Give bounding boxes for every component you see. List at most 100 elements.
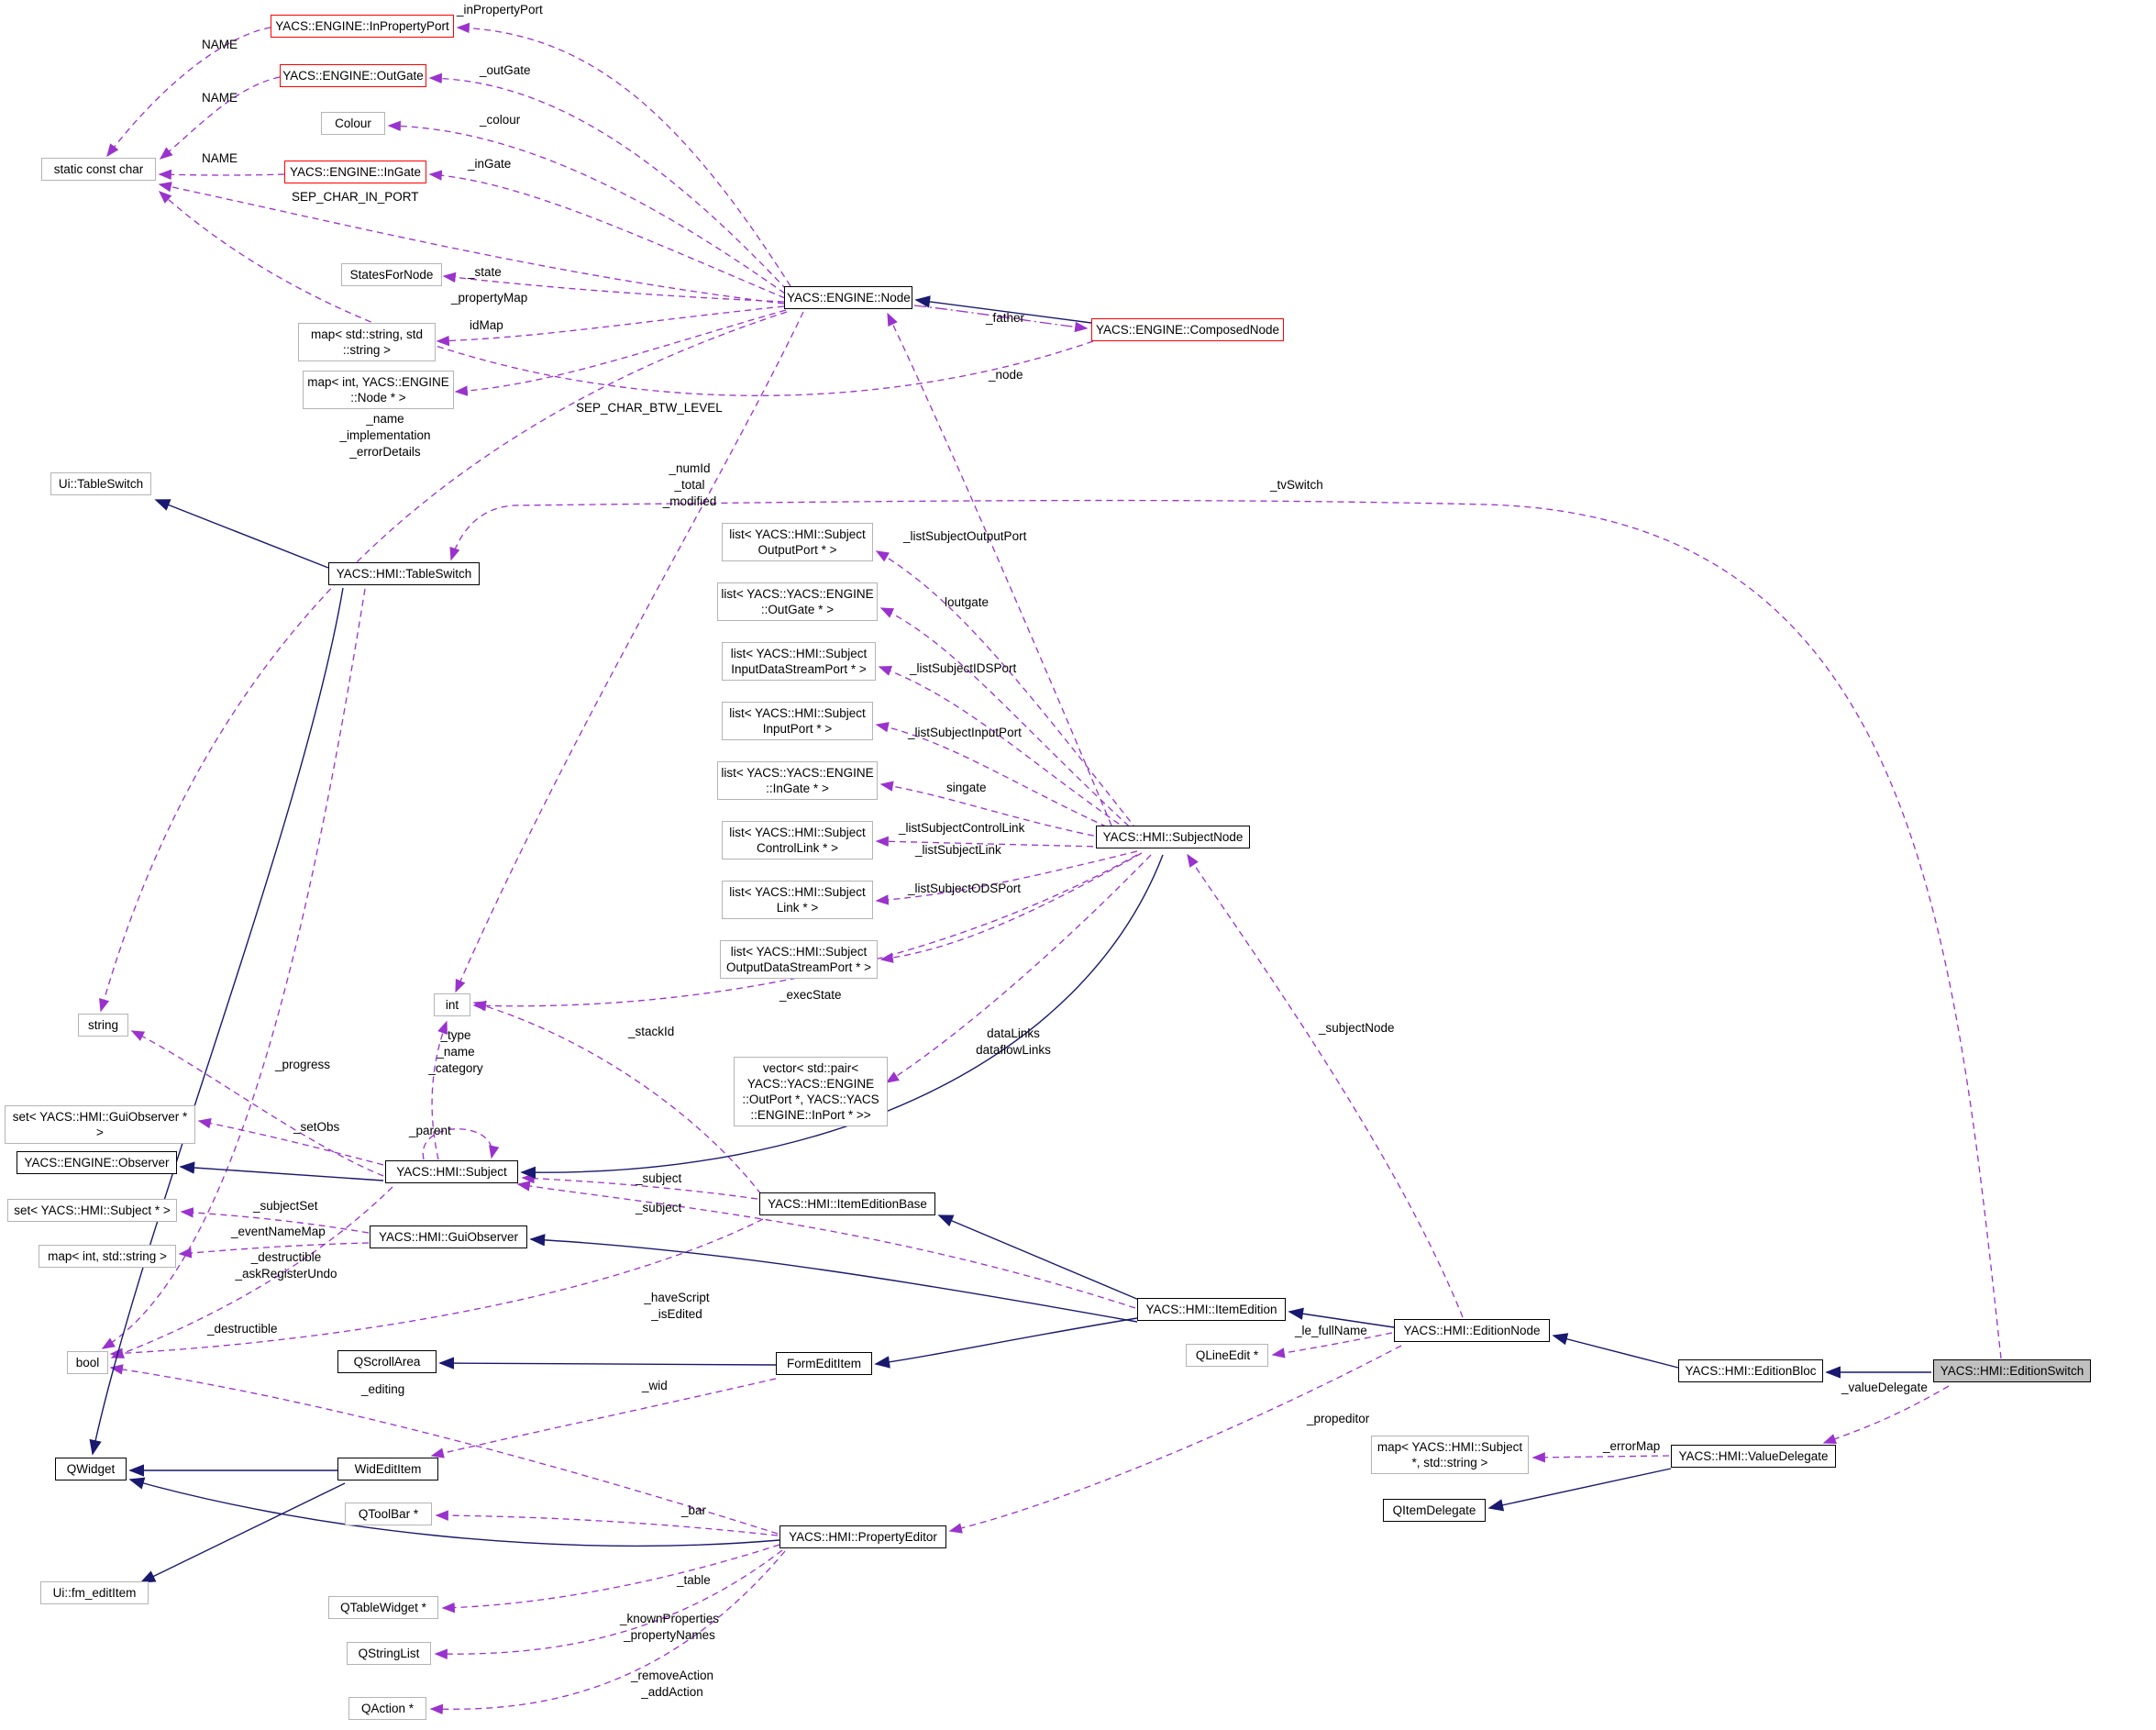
class-box-editionbloc[interactable]: YACS::HMI::EditionBloc [1678, 1359, 1823, 1382]
edge-subject-parent-selfloop [422, 1128, 500, 1160]
edge-label-l-subject1: _subject [636, 1171, 682, 1185]
edge-inherit-propertyeditor-qwidget [128, 1477, 780, 1547]
edge-subjectnode-node [887, 312, 1112, 826]
edge-editionswitch-valuedelegate [1822, 1385, 1950, 1445]
edge-label-l-bar: _bar [681, 1503, 707, 1517]
class-box-uifmedititem: Ui::fm_editItem [40, 1581, 149, 1604]
edge-label-l-propertymap: _propertyMap [451, 291, 528, 305]
class-box-outgate[interactable]: YACS::ENGINE::OutGate [280, 64, 426, 87]
edge-label-l-llink: _listSubjectLink [915, 843, 1001, 857]
class-box-qaction: QAction * [348, 1697, 426, 1720]
edge-label-l-namestr: _name _implementation _errorDetails [339, 412, 431, 459]
class-box-setguiobserver: set< YACS::HMI::GuiObserver * > [5, 1105, 195, 1144]
class-box-statesfornode: StatesForNode [341, 263, 442, 286]
edge-node-father [913, 305, 1089, 333]
class-box-observer[interactable]: YACS::ENGINE::Observer [17, 1151, 177, 1174]
edge-inpropertyport-name [106, 27, 271, 158]
edge-label-l-lefullname: _le_fullName [1295, 1324, 1367, 1337]
class-box-int: int [434, 993, 470, 1016]
edge-label-l-removeaction: _removeAction _addAction [630, 1669, 714, 1699]
edge-label-l-loutgate: loutgate [945, 595, 990, 609]
class-box-formedititem[interactable]: FormEditItem [776, 1352, 872, 1375]
edge-inherit-valuedelegate-qitemdelegate [1487, 1468, 1672, 1512]
edge-subjectnode-listingate [879, 781, 1138, 845]
edge-label-l-table: _table [677, 1573, 711, 1587]
edge-label-l-lidsp: _listSubjectIDSPort [910, 661, 1017, 675]
edge-node-outgate [428, 72, 788, 291]
class-box-composednode[interactable]: YACS::ENGINE::ComposedNode [1091, 318, 1284, 341]
class-box-staticconstchar: static const char [41, 158, 156, 181]
edge-editionnode-propertyeditor [948, 1345, 1402, 1534]
edge-propertyeditor-bar [435, 1510, 779, 1536]
edge-label-l-valuedelegate: _valueDelegate [1841, 1381, 1928, 1394]
class-box-listidsport: list< YACS::HMI::Subject InputDataStream… [722, 642, 876, 681]
edge-label-l-stackid: _stackId [628, 1025, 675, 1038]
edge-subject-setobs [197, 1117, 384, 1166]
edge-label-l-singate: singate [946, 781, 987, 794]
class-box-node[interactable]: YACS::ENGINE::Node [784, 286, 912, 309]
edge-label-l-subjectset: _subjectSet [253, 1199, 318, 1213]
edge-editionnode-qlineedit [1271, 1332, 1393, 1358]
class-box-listinputport: list< YACS::HMI::Subject InputPort * > [722, 702, 873, 740]
edge-node-int [455, 311, 804, 993]
edge-subject-string [130, 1030, 384, 1177]
class-box-subject[interactable]: YACS::HMI::Subject [385, 1160, 518, 1183]
edge-label-l-father: _father [986, 311, 1025, 325]
class-box-tableswitch[interactable]: YACS::HMI::TableSwitch [328, 562, 480, 585]
class-box-mapstringstring: map< std::string, std ::string > [298, 323, 436, 361]
edge-label-l-editing: _editing [361, 1382, 405, 1396]
edge-label-l-parent: _parent [409, 1124, 451, 1137]
edge-inherit-itemedition-formedititem [874, 1317, 1138, 1369]
class-box-listoutgate: list< YACS::YACS::ENGINE ::OutGate * > [717, 582, 878, 621]
edge-propertyeditor-qaction [429, 1550, 786, 1715]
class-box-qscrollarea[interactable]: QScrollArea [337, 1350, 437, 1373]
edge-inherit-itemedition-itemeditionbase [937, 1214, 1140, 1301]
edge-label-l-outgate: _outGate [480, 63, 531, 77]
edge-editionnode-subjectnode [1187, 853, 1464, 1318]
edge-label-l-name1: NAME [202, 38, 238, 51]
class-box-ingate[interactable]: YACS::ENGINE::InGate [284, 161, 426, 183]
edge-label-l-subjectnode: _subjectNode [1319, 1021, 1395, 1035]
edge-label-l-progress: _progress [275, 1058, 331, 1071]
edge-subjectnode-listoutgate [879, 607, 1138, 835]
edge-subject-int [431, 1020, 448, 1160]
class-box-listcontrollink: list< YACS::HMI::Subject ControlLink * > [722, 821, 873, 859]
edge-inherit-composednode-node [914, 295, 1092, 324]
edge-label-l-sepcharinport: SEP_CHAR_IN_PORT [292, 190, 419, 204]
edge-inherit-itemedition-guiobserver [529, 1234, 1138, 1323]
class-box-valuedelegate[interactable]: YACS::HMI::ValueDelegate [1671, 1445, 1836, 1468]
class-box-itemeditionbase[interactable]: YACS::HMI::ItemEditionBase [759, 1192, 935, 1215]
edge-inherit-tableswitch-qwidget [89, 587, 344, 1456]
edge-subjectnode-listoutputport [875, 550, 1138, 831]
class-box-editionnode[interactable]: YACS::HMI::EditionNode [1394, 1319, 1550, 1342]
class-box-propertyeditor[interactable]: YACS::HMI::PropertyEditor [779, 1525, 946, 1548]
edge-valuedelegate-errormap [1531, 1452, 1670, 1463]
edge-subject-bool [110, 1186, 393, 1358]
edge-label-l-knownprops: _knownProperties _propertyNames [619, 1612, 720, 1642]
edge-label-l-havescript: _haveScript _isEdited [644, 1291, 710, 1321]
edge-label-l-wid: _wid [642, 1379, 668, 1392]
class-box-guiobserver[interactable]: YACS::HMI::GuiObserver [370, 1225, 527, 1248]
class-box-widedititem[interactable]: WidEditItem [337, 1458, 438, 1480]
class-box-qitemdelegate[interactable]: QItemDelegate [1383, 1499, 1486, 1522]
edge-node-sepcharinport [158, 182, 785, 305]
edge-inherit-subjectnode-subject [520, 854, 1164, 1179]
class-box-uitableswitch: Ui::TableSwitch [50, 472, 151, 495]
class-box-qwidget[interactable]: QWidget [55, 1458, 127, 1480]
class-box-qtablewidget: QTableWidget * [328, 1596, 438, 1619]
class-box-listlink: list< YACS::HMI::Subject Link * > [722, 881, 873, 919]
class-box-setsubject: set< YACS::HMI::Subject * > [7, 1199, 177, 1222]
edge-propertyeditor-bool [109, 1364, 779, 1535]
class-box-qtoolbar: QToolBar * [345, 1503, 432, 1525]
edge-label-l-linp: _listSubjectInputPort [908, 726, 1022, 739]
edge-guiobserver-subjectset [180, 1207, 370, 1234]
edge-node-colour [387, 120, 786, 294]
class-box-itemedition[interactable]: YACS::HMI::ItemEdition [1137, 1298, 1286, 1321]
edge-label-l-name2: NAME [202, 91, 238, 105]
class-box-inpropertyport[interactable]: YACS::ENGINE::InPropertyPort [271, 15, 454, 38]
class-box-subjectnode[interactable]: YACS::HMI::SubjectNode [1096, 826, 1250, 848]
class-box-bool: bool [67, 1351, 108, 1374]
class-box-vectorpair: vector< std::pair< YACS::YACS::ENGINE ::… [734, 1057, 888, 1126]
edge-label-l-inpropertyport: _inPropertyPort [457, 3, 543, 17]
